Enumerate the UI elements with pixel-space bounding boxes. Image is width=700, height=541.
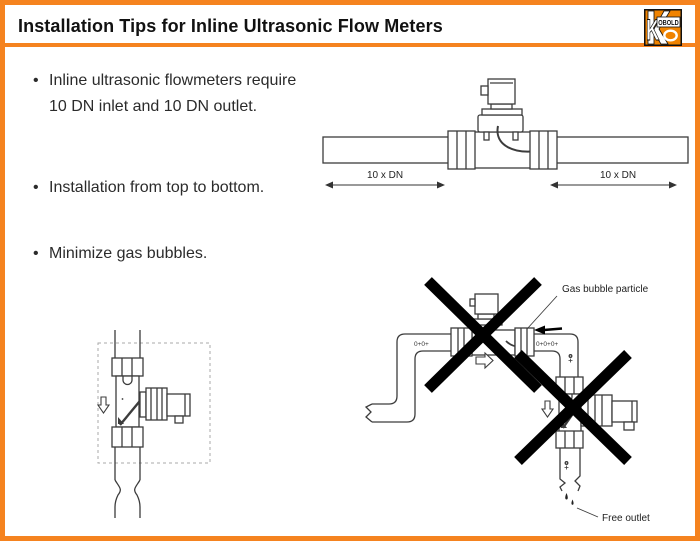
dimension-label-left: 10 x DN <box>367 170 403 181</box>
sensor-head <box>474 293 499 315</box>
pipe-break-inlet <box>364 403 373 423</box>
coupling-nut-bottom <box>111 426 144 448</box>
logo-k-letter: K <box>646 14 659 46</box>
pipe-outlet <box>114 447 141 480</box>
diagram-straight-run: 10 x DN 10 x DN <box>322 78 689 189</box>
pipe-break-outlet <box>574 448 581 492</box>
free-outlet-leader <box>576 507 599 518</box>
drips <box>565 493 574 505</box>
bullet-marker: • <box>33 245 39 262</box>
meter-body <box>472 131 533 169</box>
dimension-arrow-left <box>325 181 445 189</box>
pipe-outlet <box>559 448 567 492</box>
diagram-vertical-install <box>96 330 211 518</box>
bubble-direction-arrow <box>534 325 563 335</box>
dashed-outline <box>97 342 211 464</box>
free-outlet-label: Free outlet <box>602 513 650 524</box>
gas-bubble-label: Gas bubble particle <box>562 284 649 295</box>
bullet-text: Installation from top to bottom. <box>49 179 265 196</box>
bullet-marker: • <box>33 72 39 89</box>
connector-nub <box>174 415 184 424</box>
bullet-item: • Installation from top to bottom. <box>33 175 329 201</box>
dimension-arrow-right <box>550 181 677 189</box>
connector-nub <box>480 85 489 96</box>
bullet-item: • Inline ultrasonic flowmeters require 1… <box>33 68 301 120</box>
logo-ring <box>663 29 678 42</box>
coupling-nut-right <box>529 130 558 170</box>
bubble-mark <box>564 461 569 470</box>
gas-bubble-leader <box>526 295 558 330</box>
sensor-head <box>145 387 191 424</box>
coupling-nut-left <box>447 130 476 170</box>
coupling-nut-right <box>514 327 535 357</box>
logo-k-stem <box>647 10 655 45</box>
flow-direction-down-arrow <box>540 400 555 418</box>
bullet-item: • Minimize gas bubbles. <box>33 241 301 267</box>
coupling-nut-bottom <box>555 430 584 449</box>
bullet-marker: • <box>33 179 39 196</box>
pipe-break <box>114 479 121 518</box>
slide-content: Installation Tips for Inline Ultrasonic … <box>5 5 695 536</box>
pipe-inlet <box>114 330 141 358</box>
page-title: Installation Tips for Inline Ultrasonic … <box>18 16 443 36</box>
diagram-gas-bubbles: 0+0+ 0+0+0+ Gas bubble particle Free out… <box>364 277 650 524</box>
bullet-text: Inline ultrasonic flowmeters require 10 … <box>49 72 297 115</box>
bubble-symbols: 0+0+ <box>414 341 429 348</box>
kobold-logo: K OBOLD <box>644 9 682 46</box>
pipe-outer <box>372 333 579 405</box>
coupling-nut-top <box>111 357 144 377</box>
connector-nub <box>623 421 635 431</box>
flow-direction-right-arrow <box>475 351 494 370</box>
bubble-symbols: 0+0+0+ <box>536 341 558 348</box>
dimension-label-right: 10 x DN <box>600 170 636 181</box>
flow-meter <box>472 78 539 169</box>
flow-meter <box>115 375 191 428</box>
prohibition-x-vertical <box>514 350 632 465</box>
header-bar: Installation Tips for Inline Ultrasonic … <box>5 5 695 47</box>
bullet-text: Minimize gas bubbles. <box>49 245 208 262</box>
logo-obold-text: OBOLD <box>658 18 679 27</box>
pipe-inner <box>372 350 561 423</box>
logo-obold-strip <box>656 16 681 28</box>
flow-direction-down-arrow <box>96 396 111 414</box>
bubble-mark <box>568 354 573 363</box>
prohibition-x-horizontal <box>424 277 542 393</box>
